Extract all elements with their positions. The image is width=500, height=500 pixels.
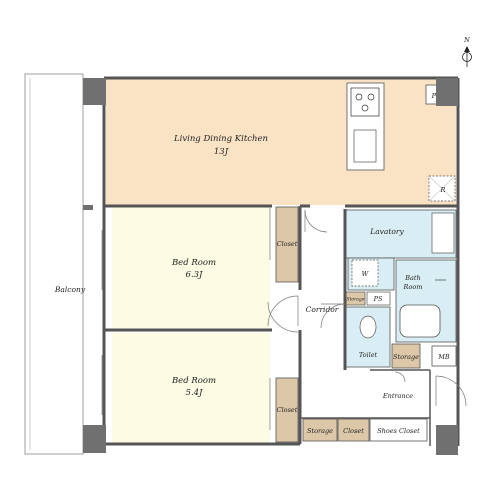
shoes-closet bbox=[369, 418, 428, 442]
meter-box bbox=[431, 345, 457, 367]
structural-columns bbox=[83, 78, 458, 455]
closet-lower-label: Closet bbox=[277, 406, 298, 414]
lavatory-label: Lavatory bbox=[369, 227, 404, 236]
living-dining-kitchen bbox=[106, 79, 456, 205]
bedroom-upper-size: 6.3J bbox=[186, 270, 204, 280]
wash-basin-icon bbox=[431, 212, 455, 254]
walls bbox=[102, 76, 460, 446]
balcony bbox=[24, 73, 84, 455]
bedroom-lower-name: Bed Room bbox=[171, 376, 216, 386]
ldk-name: Living Dining Kitchen bbox=[173, 134, 268, 144]
sink-icon bbox=[353, 129, 377, 163]
door-swings bbox=[267, 209, 467, 407]
stove-icon bbox=[350, 87, 380, 117]
bedroom-upper-name: Bed Room bbox=[171, 258, 216, 268]
ps-mid-label: PS bbox=[373, 295, 383, 303]
mb-label: MB bbox=[437, 353, 450, 361]
toilet-label: Toilet bbox=[359, 351, 378, 359]
bath-label-line1: Bath bbox=[404, 274, 420, 282]
storage-bottom bbox=[302, 418, 338, 442]
corridor-label: Corridor bbox=[306, 305, 339, 314]
pipe-space-mid bbox=[366, 291, 391, 306]
ps-top-label: PS bbox=[431, 92, 441, 100]
storage-right bbox=[391, 343, 421, 369]
bath-label-line2: Room bbox=[403, 283, 423, 291]
balcony-label: Balcony bbox=[54, 285, 86, 294]
closet-bottom-label: Closet bbox=[343, 427, 364, 435]
bedroom-upper bbox=[112, 207, 270, 328]
entrance-label: Entrance bbox=[382, 392, 413, 400]
bathtub-icon bbox=[399, 304, 441, 338]
shoes-closet-label: Shoes Closet bbox=[377, 427, 420, 435]
toilet-bowl-icon bbox=[359, 315, 377, 339]
refrigerator-cross-icon bbox=[428, 175, 456, 202]
fridge-label: R bbox=[440, 186, 446, 194]
storage-right-label: Storage bbox=[393, 353, 419, 361]
washer-space bbox=[351, 259, 379, 287]
closet-upper bbox=[275, 206, 299, 283]
closet-bottom bbox=[337, 418, 370, 442]
corridor bbox=[302, 207, 344, 412]
bedroom-lower bbox=[112, 333, 270, 443]
closet-lower bbox=[275, 377, 299, 443]
ldk-size: 13J bbox=[214, 147, 229, 157]
window-marks bbox=[101, 207, 271, 430]
inner-walls bbox=[300, 369, 431, 446]
washer-label: W bbox=[362, 270, 370, 278]
entrance bbox=[370, 370, 428, 418]
north-arrow-icon bbox=[462, 46, 472, 67]
storage-small-label: Storage bbox=[347, 297, 365, 303]
compass-label: N bbox=[463, 36, 470, 44]
storage-bottom-label: Storage bbox=[307, 427, 333, 435]
closet-upper-label: Closet bbox=[277, 240, 298, 248]
bedroom-lower-size: 5.4J bbox=[186, 388, 204, 398]
